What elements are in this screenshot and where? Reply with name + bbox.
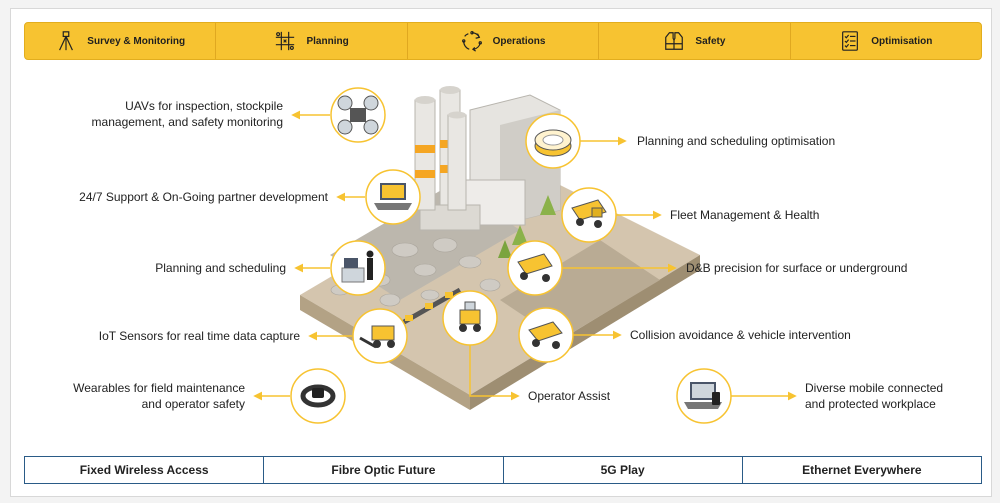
label-support: 24/7 Support & On-Going partner developm…	[79, 190, 328, 204]
nav-label: Optimisation	[871, 35, 933, 47]
label-line: UAVs for inspection, stockpile	[125, 99, 283, 113]
bottom-item-fibre-optic[interactable]: Fibre Optic Future	[264, 457, 504, 483]
nav-optimisation[interactable]: Optimisation	[791, 23, 981, 59]
sensor-loader-icon	[352, 308, 408, 364]
nav-operations[interactable]: Operations	[408, 23, 600, 59]
nav-label: Safety	[695, 35, 726, 47]
laptop-icon	[365, 169, 421, 225]
label-db: D&B precision for surface or underground	[686, 261, 908, 275]
label-uav: UAVs for inspection, stockpile managemen…	[40, 98, 283, 130]
trees	[498, 195, 556, 258]
label-collision: Collision avoidance & vehicle interventi…	[630, 328, 851, 342]
collision-truck-icon	[518, 307, 574, 363]
silos	[414, 86, 467, 211]
nav-label: Operations	[492, 35, 546, 47]
label-line: Diverse mobile connected	[805, 381, 944, 395]
label-operator: Operator Assist	[528, 389, 611, 403]
label-fleet: Fleet Management & Health	[670, 208, 820, 222]
top-nav: Survey & Monitoring Planning Operations …	[24, 22, 982, 60]
nav-planning[interactable]: Planning	[216, 23, 408, 59]
label-line: management, and safety monitoring	[91, 115, 283, 129]
label-line: and operator safety	[141, 397, 245, 411]
nav-survey-monitoring[interactable]: Survey & Monitoring	[25, 23, 217, 59]
bottom-nav: Fixed Wireless Access Fibre Optic Future…	[24, 456, 982, 484]
nav-label: Planning	[306, 35, 349, 47]
tic-tac-toe-icon	[276, 31, 295, 51]
nav-label: Survey & Monitoring	[87, 35, 186, 47]
bottom-item-5g[interactable]: 5G Play	[504, 457, 743, 483]
bottom-item-fixed-wireless[interactable]: Fixed Wireless Access	[25, 457, 265, 483]
connector-arrows	[253, 110, 797, 401]
dump-truck-icon	[507, 240, 563, 296]
checklist-icon	[842, 31, 859, 51]
gauge-icon	[525, 113, 581, 169]
bottom-item-ethernet[interactable]: Ethernet Everywhere	[802, 463, 922, 477]
cycle-arrows-icon	[461, 31, 482, 52]
label-line: and protected workplace	[805, 397, 936, 411]
devices-icon	[676, 368, 732, 424]
label-iot: IoT Sensors for real time data capture	[98, 329, 300, 343]
nav-safety[interactable]: Safety	[599, 23, 791, 59]
label-planning: Planning and scheduling	[155, 261, 286, 275]
drone-icon	[330, 87, 386, 143]
label-plan-opt: Planning and scheduling optimisation	[637, 134, 836, 148]
loader-icon	[442, 290, 498, 346]
wearable-band-icon	[290, 368, 346, 424]
safety-vest-icon	[665, 32, 684, 50]
survey-tripod-icon	[59, 31, 74, 51]
label-line: Wearables for field maintenance	[73, 381, 245, 395]
label-wearables: Wearables for field maintenance and oper…	[30, 380, 245, 412]
worker-desk-icon	[330, 240, 386, 296]
truck-icon	[561, 187, 617, 243]
label-mobile: Diverse mobile connected and protected w…	[805, 380, 985, 412]
